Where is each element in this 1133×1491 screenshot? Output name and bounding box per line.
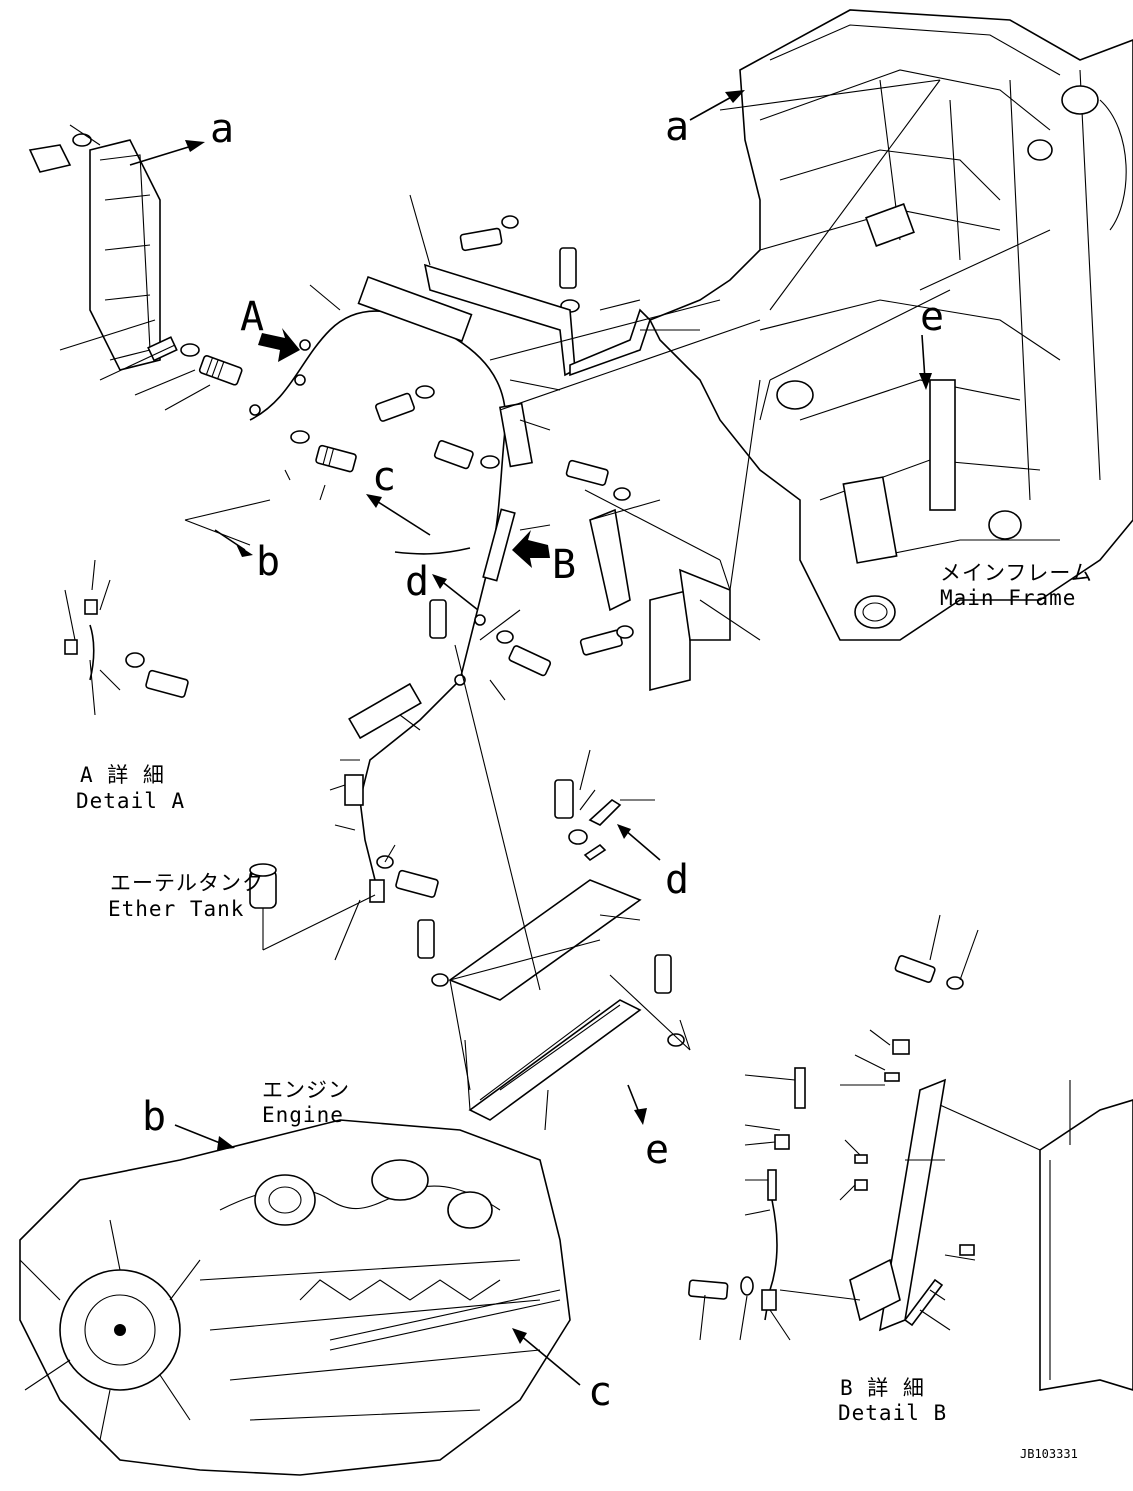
label-a-left: a: [210, 106, 234, 152]
drawing-code: JB103331: [1020, 1447, 1078, 1461]
engine: [19, 1119, 571, 1476]
detail-b-caption-en: Detail B: [838, 1401, 947, 1425]
callout-arrows: [129, 90, 932, 1386]
engine-caption-jp: エンジン: [262, 1078, 350, 1102]
engine-caption-en: Engine: [262, 1103, 344, 1127]
label-a-right: a: [665, 104, 689, 150]
label-b-mid: b: [256, 539, 280, 585]
labels: a a b b c c d d e e A B メインフレーム Main Fra…: [76, 104, 1093, 1461]
ether-tank: [249, 863, 376, 951]
label-e-bottom: e: [645, 1127, 669, 1173]
detail-a-caption-jp: A 詳 細: [80, 763, 165, 787]
ether-tank-caption-jp: エーテルタンク: [110, 871, 264, 895]
leader-lines: [59, 79, 1071, 1341]
main-frame: [648, 9, 1133, 641]
main-frame-caption-en: Main Frame: [940, 586, 1076, 610]
label-B: B: [552, 542, 576, 588]
ether-tank-caption-en: Ether Tank: [108, 897, 244, 921]
ether-tube-harness: [249, 276, 533, 903]
detail-b: [688, 955, 1133, 1391]
detail-b-caption-jp: B 詳 細: [840, 1376, 925, 1400]
label-A: A: [240, 294, 264, 340]
label-c-mid: c: [372, 454, 396, 500]
label-e-frame: e: [920, 294, 944, 340]
label-d-mid: d: [405, 559, 429, 605]
label-d-right: d: [665, 857, 689, 903]
label-c-engine: c: [588, 1369, 612, 1415]
detail-a-caption-en: Detail A: [76, 789, 185, 813]
front-bracket-plate: [28, 124, 161, 371]
label-b-engine: b: [142, 1094, 166, 1140]
center-brackets: [423, 263, 731, 1121]
main-frame-caption-jp: メインフレーム: [940, 561, 1093, 585]
